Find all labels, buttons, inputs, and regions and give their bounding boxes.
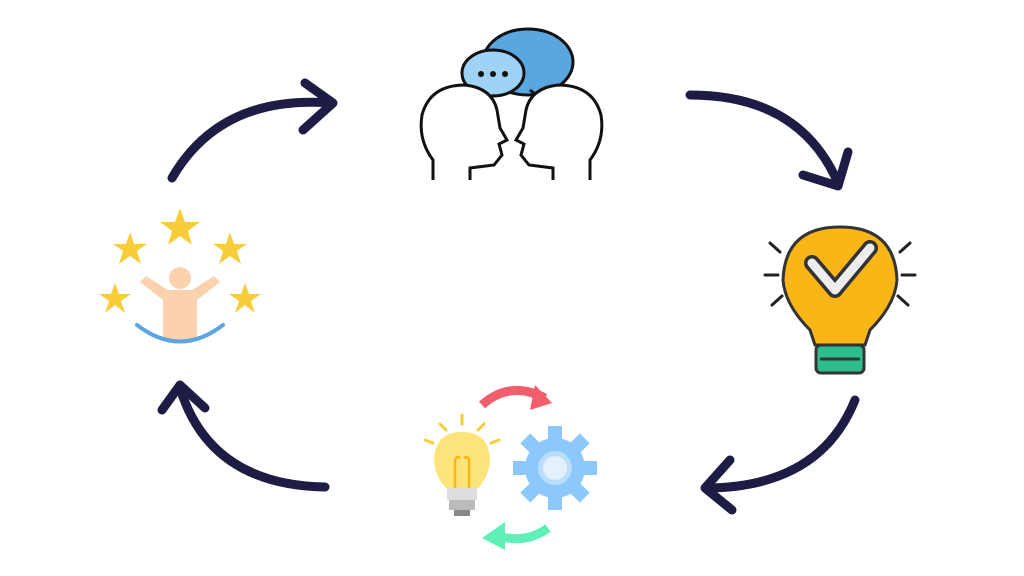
lightbulb-check-icon	[763, 225, 917, 375]
cycle-arrow-top-left	[167, 78, 338, 183]
cycle-arrow-bottom-right	[700, 395, 860, 515]
cycle-arrow-bottom-left	[157, 380, 330, 492]
idea-gear-process-icon	[423, 385, 597, 550]
cycle-arrow-top-right	[685, 90, 853, 191]
discussion-heads-icon	[419, 27, 604, 180]
celebrating-person-stars-icon	[99, 208, 261, 344]
